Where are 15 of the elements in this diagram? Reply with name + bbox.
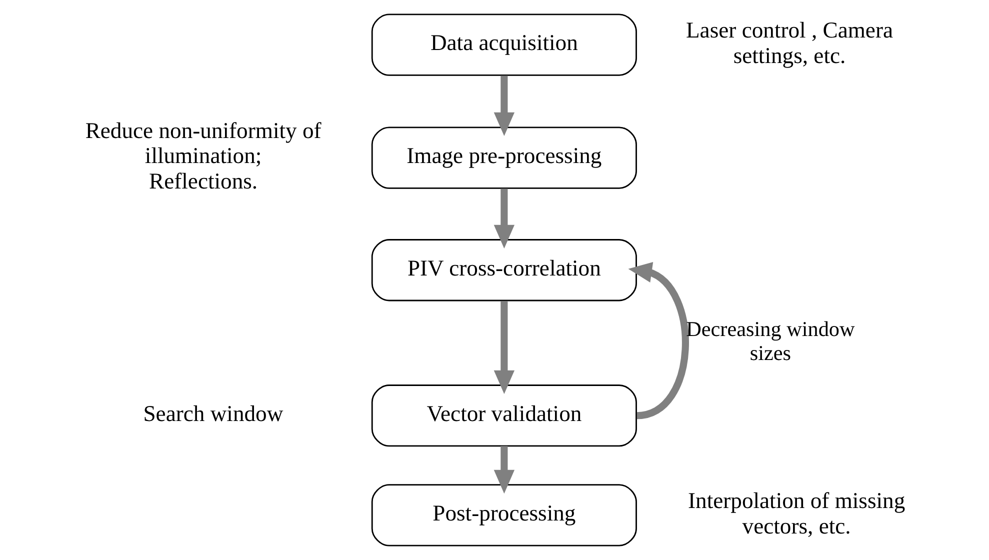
node-box: PIV cross-correlation bbox=[370, 239, 636, 302]
arrow bbox=[628, 262, 688, 420]
node-box: Vector validation bbox=[370, 384, 636, 447]
node-box: Data acquisition bbox=[370, 14, 636, 76]
edge-label: Decreasing window sizes bbox=[686, 316, 854, 365]
node-box: Post-processing bbox=[370, 484, 636, 546]
arrow bbox=[493, 446, 514, 494]
arrow bbox=[493, 301, 514, 394]
node-label: Laser control , Camera settings, etc. bbox=[686, 17, 893, 68]
arrow bbox=[493, 188, 514, 248]
label: Search window bbox=[142, 400, 283, 426]
arrow bbox=[493, 76, 514, 136]
node-label: Reduce non-uniformity of illumination; Reflections. bbox=[84, 118, 321, 194]
node-label: Interpolation of missing vectors, etc. bbox=[688, 488, 905, 538]
node-box: Image pre-processing bbox=[370, 126, 636, 189]
